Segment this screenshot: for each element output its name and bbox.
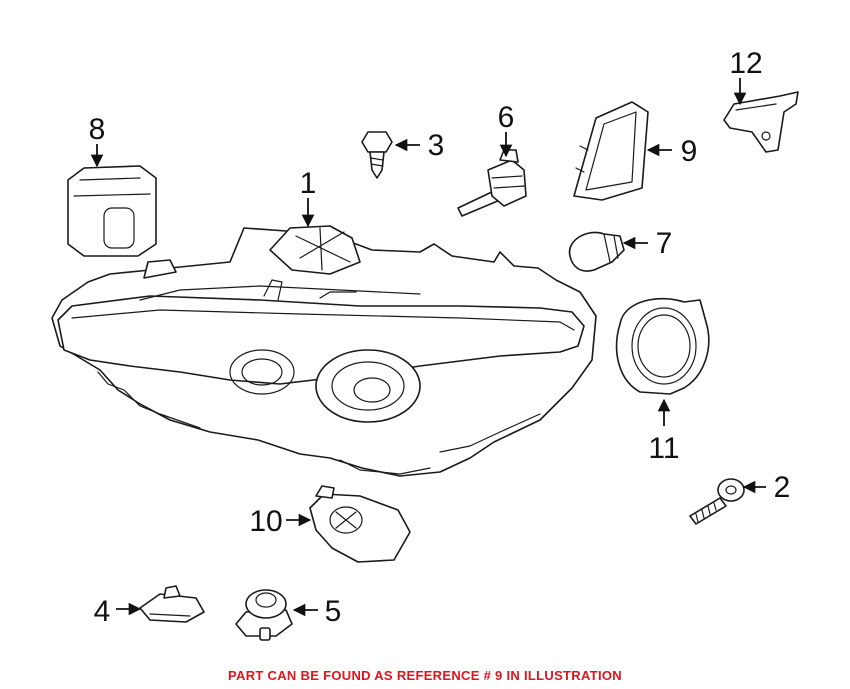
reference-note: PART CAN BE FOUND AS REFERENCE # 9 IN IL… xyxy=(228,668,622,683)
callout-5: 5 xyxy=(325,595,342,628)
bolt-icon xyxy=(689,478,745,525)
callout-4: 4 xyxy=(94,595,111,628)
clip-nut-icon xyxy=(139,585,205,623)
grommet-icon xyxy=(235,589,293,641)
screw-icon xyxy=(361,131,393,179)
callout-2: 2 xyxy=(774,471,791,504)
bracket-icon xyxy=(723,91,799,153)
callout-7: 7 xyxy=(656,227,673,260)
callout-11: 11 xyxy=(648,432,679,465)
callout-3: 3 xyxy=(428,129,445,162)
callout-9: 9 xyxy=(681,135,698,168)
seal-ring-icon xyxy=(615,297,710,395)
connector-icon xyxy=(309,485,411,563)
control-module-icon xyxy=(67,165,157,257)
bulb-icon xyxy=(568,231,625,272)
callout-1: 1 xyxy=(300,167,317,200)
bulb-socket-icon xyxy=(457,149,527,217)
callout-6: 6 xyxy=(498,101,515,134)
callout-10: 10 xyxy=(249,505,282,538)
callout-12: 12 xyxy=(729,47,762,80)
headlight-assembly-icon xyxy=(51,225,597,477)
callout-8: 8 xyxy=(89,113,106,146)
ballast-module-icon xyxy=(573,101,649,201)
